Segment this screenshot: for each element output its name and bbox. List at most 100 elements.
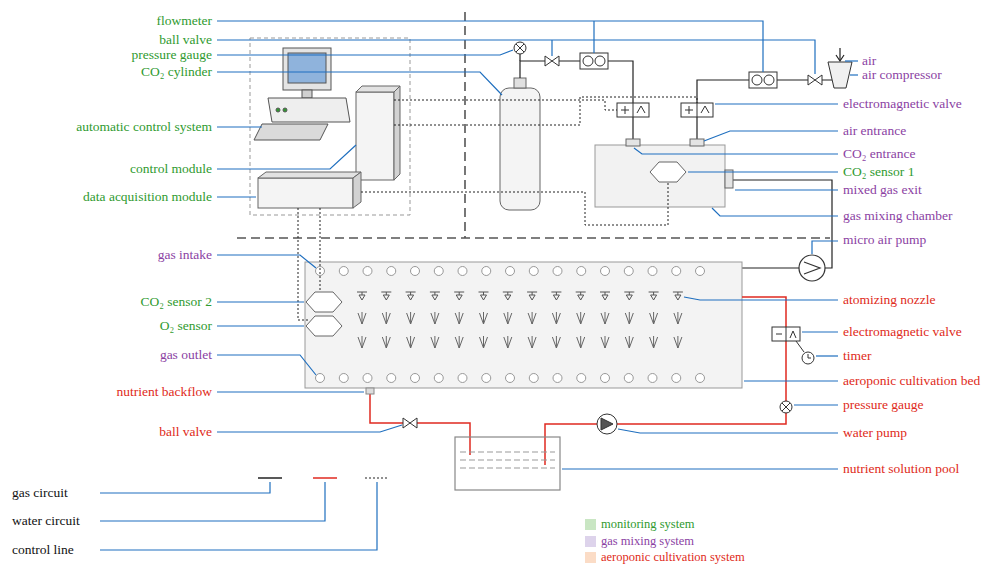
cultivation-bed xyxy=(648,374,657,383)
cultivation-bed xyxy=(387,267,396,276)
callout-label: timer xyxy=(843,348,872,364)
callout-label: data acquisition module xyxy=(83,189,212,205)
gas-pipe xyxy=(733,180,832,268)
callout-label: water pump xyxy=(843,425,907,441)
mixing-chamber xyxy=(626,139,640,146)
cultivation-bed xyxy=(382,312,390,348)
leader-line xyxy=(735,189,838,190)
gas-fitting xyxy=(583,56,593,66)
cultivation-bed xyxy=(339,267,348,276)
callout-label: atomizing nozzle xyxy=(843,292,936,308)
cultivation-bed xyxy=(553,267,562,276)
leader-line xyxy=(217,355,316,375)
cultivation-bed xyxy=(305,262,742,388)
gas-pipe xyxy=(697,80,834,139)
leader-line xyxy=(217,196,256,197)
nutrient-pool xyxy=(460,452,555,468)
cultivation-bed xyxy=(381,292,391,300)
cultivation-bed xyxy=(363,374,372,383)
leader-line xyxy=(712,208,838,216)
legend-item: aeroponic cultivation system xyxy=(585,549,745,565)
gas-fitting xyxy=(617,103,649,117)
computer-icon xyxy=(254,124,328,140)
callout-label: CO₂ sensor 2 xyxy=(141,294,212,310)
leader-line xyxy=(217,391,364,392)
callout-label: ball valve xyxy=(159,32,212,48)
cultivation-bed xyxy=(577,312,585,348)
control-wire xyxy=(394,97,697,125)
gas-fitting xyxy=(808,75,822,85)
cultivation-bed xyxy=(454,292,464,300)
cultivation-bed xyxy=(455,312,463,348)
leader-line xyxy=(217,145,356,169)
cultivation-bed xyxy=(406,292,416,300)
leader-line xyxy=(634,148,838,154)
cultivation-bed xyxy=(503,292,513,300)
cultivation-bed xyxy=(358,312,366,348)
leader-line xyxy=(562,468,838,469)
water-fitting xyxy=(772,327,800,341)
gas-fitting xyxy=(514,42,526,54)
cultivation-bed xyxy=(411,374,420,383)
air-pump xyxy=(799,255,825,281)
legend-swatch xyxy=(585,536,596,547)
gas-cylinder xyxy=(514,78,526,88)
cultivation-bed xyxy=(458,267,467,276)
data-acquisition-box xyxy=(258,172,361,178)
leader-line xyxy=(217,301,304,302)
water-pipe xyxy=(370,297,804,465)
water-fitting xyxy=(366,388,374,394)
gas-fitting xyxy=(595,56,605,66)
leader-line xyxy=(217,126,262,127)
legend-swatch xyxy=(585,519,596,530)
leader-line xyxy=(794,404,838,405)
cultivation-bed xyxy=(696,374,705,383)
cultivation-bed xyxy=(577,267,586,276)
callout-label: air entrance xyxy=(843,123,906,139)
callout-label: electromagnetic valve xyxy=(843,96,962,112)
computer-icon xyxy=(288,53,326,83)
callout-label: CO₂ entrance xyxy=(843,146,916,162)
water-fitting xyxy=(802,352,814,364)
gas-fitting xyxy=(752,75,762,85)
callout-label: nutrient solution pool xyxy=(843,461,959,477)
gas-fitting xyxy=(621,103,645,117)
leader-line xyxy=(217,50,513,55)
water-fitting xyxy=(780,401,792,413)
gas-fitting xyxy=(545,56,559,66)
gas-fitting xyxy=(514,42,852,117)
control-wire xyxy=(298,208,310,320)
legend-text: gas mixing system xyxy=(601,533,694,549)
mixing-chamber xyxy=(690,139,704,146)
cultivation-bed xyxy=(650,312,658,348)
gas-pipe xyxy=(520,48,844,268)
gas-fitting xyxy=(685,103,709,117)
data-acquisition-box xyxy=(258,178,353,208)
cultivation-bed xyxy=(479,292,489,300)
legend-item: monitoring system xyxy=(585,516,694,532)
cultivation-bed xyxy=(624,374,633,383)
legend-item: water circuit xyxy=(12,513,80,529)
leader-line xyxy=(802,331,838,332)
legend-item: gas circuit xyxy=(12,485,68,501)
control-wire xyxy=(320,208,321,292)
gas-fitting xyxy=(764,75,774,85)
callout-label: pressure gauge xyxy=(131,47,212,63)
legend-text: monitoring system xyxy=(601,516,694,532)
legend-line-sample xyxy=(258,477,389,479)
cultivation-bed xyxy=(407,312,415,348)
legend-text: control line xyxy=(12,542,74,558)
cultivation-bed xyxy=(506,267,515,276)
leader-line xyxy=(217,325,304,326)
cultivation-bed xyxy=(431,312,439,348)
cultivation-bed xyxy=(624,292,634,300)
leader-line xyxy=(100,482,377,550)
callout-label: mixed gas exit xyxy=(843,182,922,198)
callout-label: gas mixing chamber xyxy=(843,208,952,224)
cultivation-bed xyxy=(305,262,742,388)
region-border xyxy=(237,12,830,238)
cultivation-bed xyxy=(482,267,491,276)
cultivation-bed xyxy=(551,292,561,300)
control-module-box xyxy=(356,86,400,180)
gas-fitting xyxy=(580,53,608,69)
